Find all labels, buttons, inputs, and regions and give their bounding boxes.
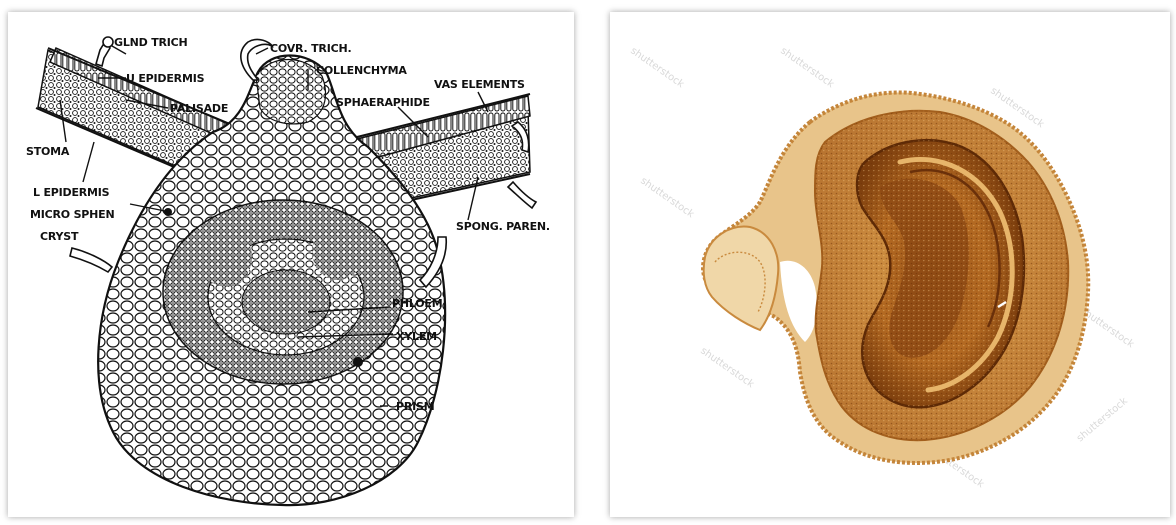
label-sphaeraphide: SPHAERAPHIDE [336,96,430,109]
label-spong-paren: SPONG. PAREN. [456,220,550,233]
label-prism: PRISM [396,400,435,413]
label-cryst: CRYST [40,230,79,243]
watermark: shutterstock [628,45,686,90]
watermark: shutterstock [1075,396,1130,445]
micrograph-panel: shutterstock shutterstock shutterstock s… [610,12,1170,517]
label-glnd-trich: GLND TRICH [114,36,188,49]
label-covr-trich: COVR. TRICH. [270,42,351,55]
label-collenchyma: COLLENCHYMA [316,64,407,77]
watermark: shutterstock [1078,305,1136,350]
label-u-epidermis: U EPIDERMIS [126,72,205,85]
label-palisade: PALISADE [170,102,228,115]
label-phloem: PHLOEM [392,297,443,310]
label-xylem: XYLEM [396,330,437,343]
midrib-diagram-panel: GLND TRICH U EPIDERMIS PALISADE STOMA L … [8,12,574,517]
watermark: shutterstock [638,175,696,220]
vascular-bundle [163,200,403,384]
micrograph-image: shutterstock shutterstock shutterstock s… [610,12,1170,517]
watermark: shutterstock [778,45,836,90]
label-stoma: STOMA [26,145,70,158]
midrib-diagram: GLND TRICH U EPIDERMIS PALISADE STOMA L … [8,12,574,517]
funiculus-lobe [704,227,779,330]
label-vas-elements: VAS ELEMENTS [434,78,525,91]
label-l-epidermis: L EPIDERMIS [33,186,110,199]
label-micro-sphen: MICRO SPHEN [30,208,114,221]
watermark: shutterstock [698,345,756,390]
